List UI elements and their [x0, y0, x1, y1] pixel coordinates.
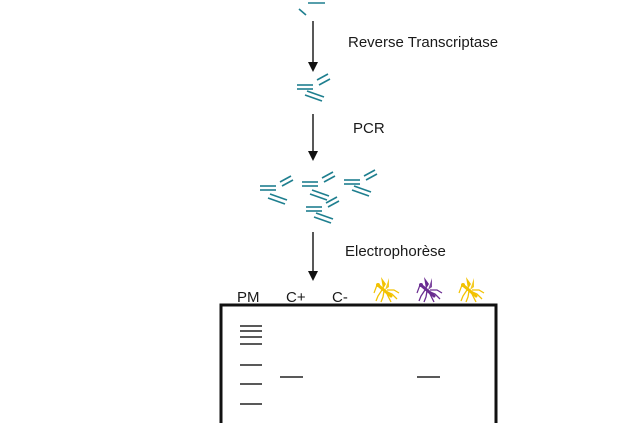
mosquito-icon	[373, 277, 400, 303]
lane-label-negative-control: C-	[332, 289, 348, 306]
step-label-electrophorese: Electrophorèse	[345, 243, 446, 260]
mosquito-icon	[458, 277, 485, 303]
mosquito-icon	[416, 277, 443, 303]
lane-label-pm: PM	[237, 289, 260, 306]
amplified-dna-icon	[260, 169, 378, 224]
rna-strand-icon	[298, 2, 325, 16]
step-label-pcr: PCR	[353, 120, 385, 137]
lane-label-positive-control: C+	[286, 289, 306, 306]
ladder-bands	[240, 325, 262, 405]
gel-box	[219, 303, 498, 423]
arrow-reverse-transcriptase	[308, 21, 318, 72]
step-label-reverse-transcriptase: Reverse Transcriptase	[348, 34, 499, 51]
arrow-electrophoresis	[308, 232, 318, 281]
arrow-pcr	[308, 114, 318, 161]
cdna-strand-icon	[297, 73, 331, 102]
